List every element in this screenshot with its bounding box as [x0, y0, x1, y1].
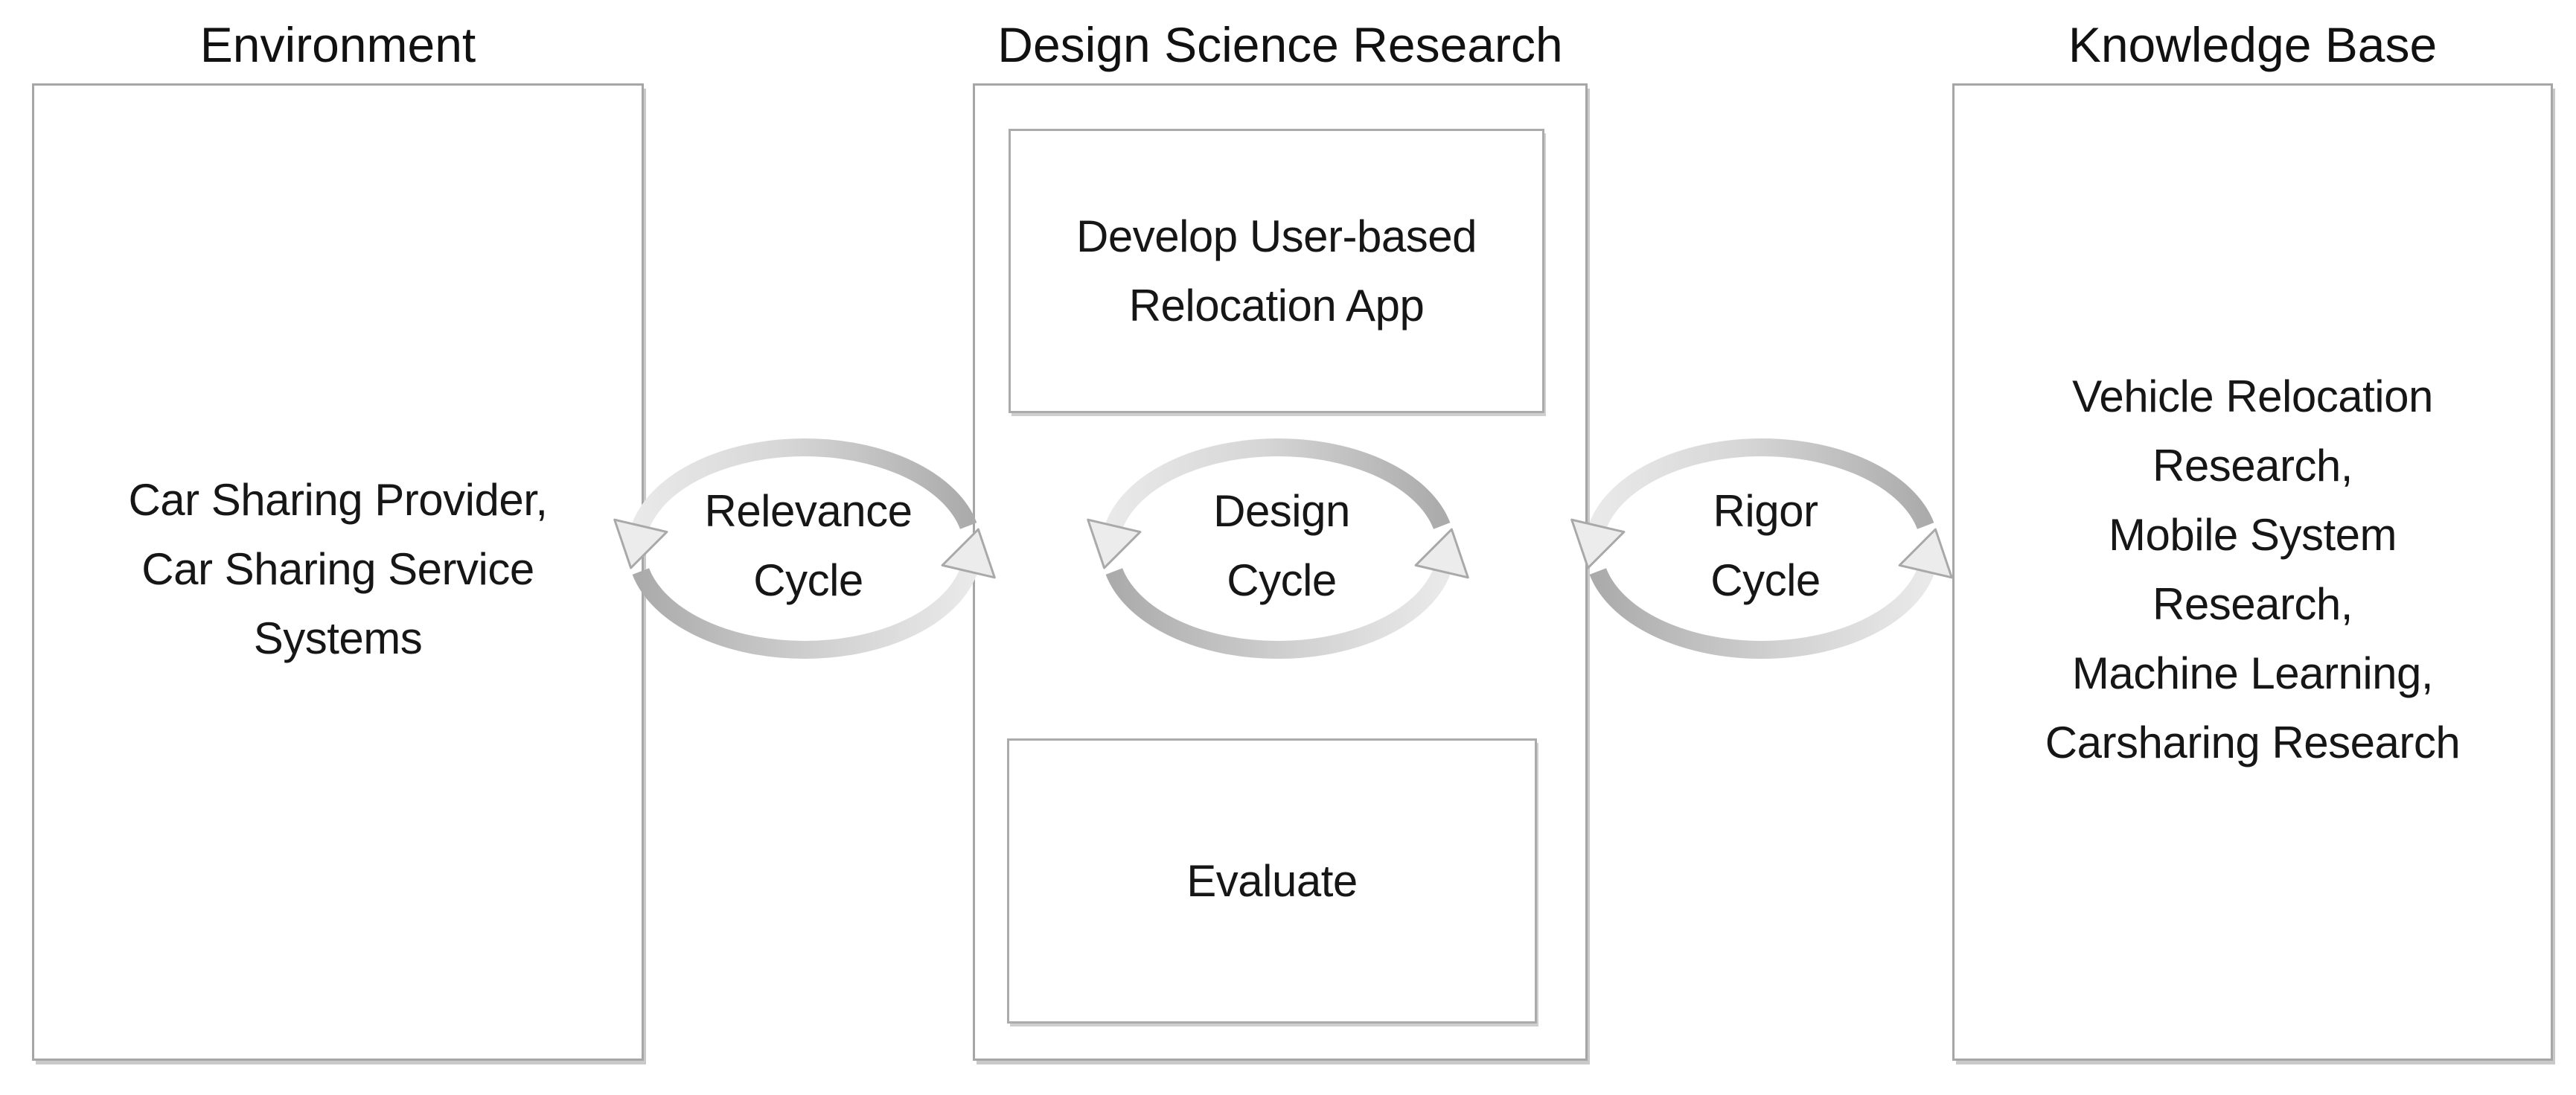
evaluate-box-label: Evaluate	[1186, 856, 1358, 906]
rigor-cycle-icon	[1570, 438, 1953, 659]
cycle-top-arc	[1105, 438, 1451, 529]
design-cycle-icon	[1087, 438, 1469, 659]
cycle-bottom-arc	[1105, 568, 1451, 659]
develop-box-label: Develop User-based Relocation App	[1076, 211, 1477, 331]
knowledge-base-title: Knowledge Base	[2068, 17, 2438, 72]
cycle-bottom-arc	[1589, 568, 1934, 659]
rigor-cycle-label: Rigor Cycle	[1710, 486, 1821, 605]
design-science-research-title: Design Science Research	[997, 17, 1563, 72]
relevance-cycle-label: Relevance Cycle	[704, 486, 913, 605]
cycle-top-arc	[1589, 438, 1934, 529]
environment-panel	[32, 83, 644, 1061]
design-cycle-label: Design Cycle	[1213, 486, 1350, 605]
cycle-left-arrowhead	[613, 518, 668, 569]
relevance-cycle-icon	[613, 438, 996, 659]
cycle-left-arrowhead	[1570, 518, 1626, 569]
evaluate-box	[1007, 738, 1537, 1024]
cycle-bottom-arc	[632, 568, 977, 659]
knowledge-base-panel	[1952, 83, 2553, 1061]
cycle-right-arrowhead	[941, 528, 996, 579]
environment-title: Environment	[199, 17, 476, 72]
cycle-top-arc	[632, 438, 977, 529]
cycle-left-arrowhead	[1087, 518, 1142, 569]
environment-content-text: Car Sharing Provider, Car Sharing Servic…	[128, 475, 548, 663]
develop-box	[1009, 129, 1544, 413]
cycle-right-arrowhead	[1414, 528, 1469, 579]
cycle-right-arrowhead	[1898, 528, 1953, 579]
knowledge-base-content-text: Vehicle Relocation Research, Mobile Syst…	[2045, 371, 2461, 767]
